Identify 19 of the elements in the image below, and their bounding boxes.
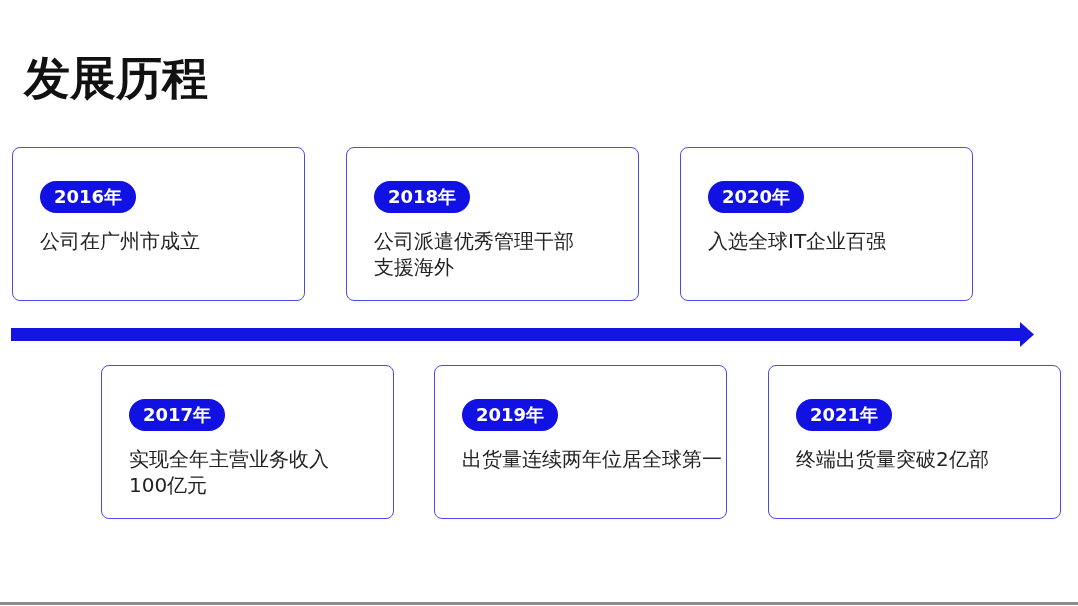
event-text: 实现全年主营业务收入100亿元 bbox=[129, 446, 330, 498]
event-card bbox=[346, 147, 639, 301]
event-text: 终端出货量突破2亿部 bbox=[796, 446, 990, 472]
event-card bbox=[434, 365, 727, 519]
year-badge: 2017年 bbox=[129, 399, 226, 431]
event-text: 公司派遣优秀管理干部支援海外 bbox=[374, 228, 575, 280]
page-title: 发展历程 bbox=[24, 50, 208, 106]
event-card bbox=[768, 365, 1061, 519]
event-text: 出货量连续两年位居全球第一 bbox=[462, 446, 723, 472]
event-card bbox=[680, 147, 973, 301]
year-badge: 2021年 bbox=[796, 399, 893, 431]
year-badge: 2020年 bbox=[708, 181, 805, 213]
event-card bbox=[101, 365, 394, 519]
event-text: 入选全球IT企业百强 bbox=[708, 228, 888, 254]
year-badge: 2019年 bbox=[462, 399, 559, 431]
event-text: 公司在广州市成立 bbox=[40, 228, 201, 254]
year-badge: 2018年 bbox=[374, 181, 471, 213]
event-card bbox=[12, 147, 305, 301]
year-badge: 2016年 bbox=[40, 181, 137, 213]
